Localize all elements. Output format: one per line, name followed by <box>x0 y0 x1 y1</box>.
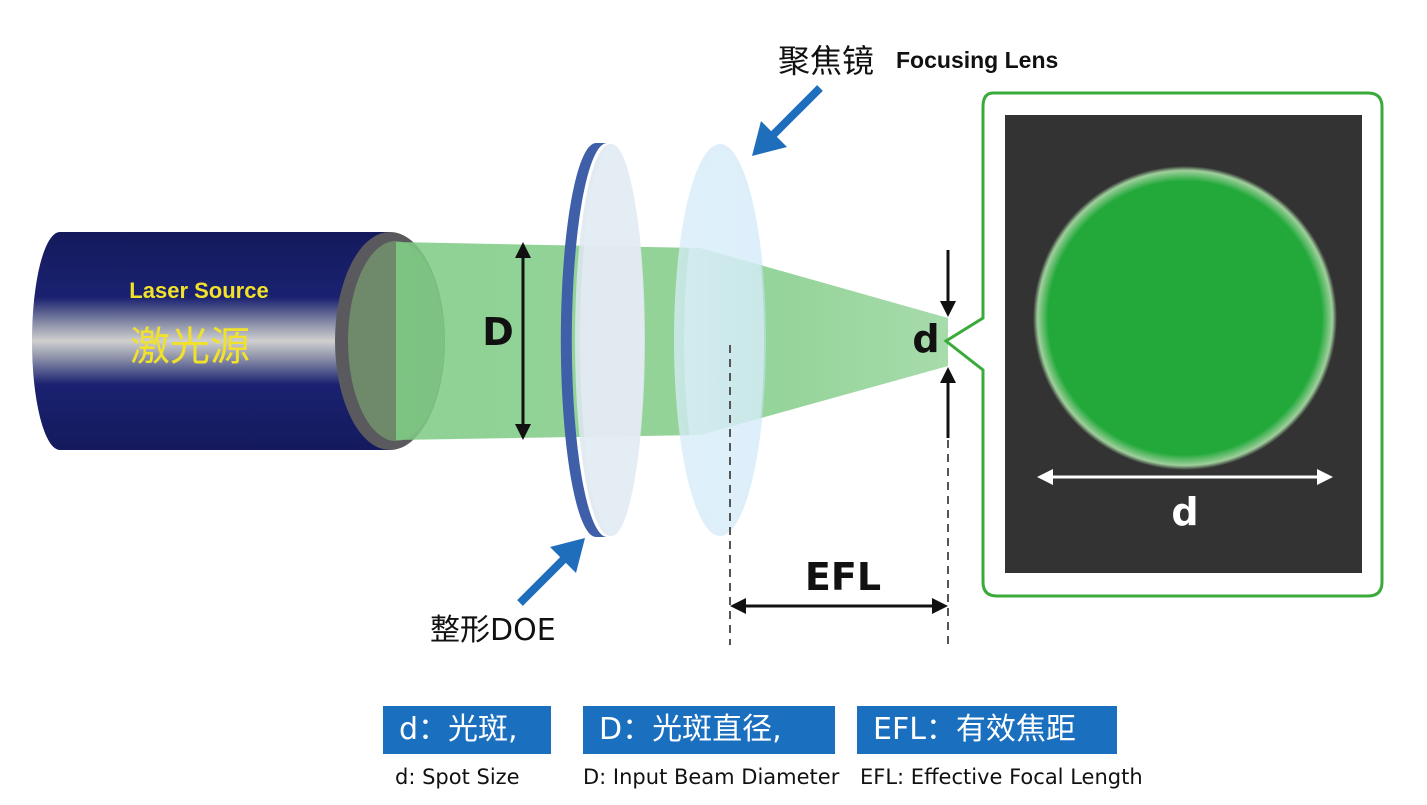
laser-body <box>32 232 390 450</box>
lens-label-cn: 聚焦镜 <box>778 42 874 80</box>
focused-spot <box>1033 166 1337 470</box>
beam-diameter-arrow <box>515 242 531 440</box>
legend-box-spot: d：光斑, <box>383 706 551 754</box>
lens-pointer-arrow-icon <box>752 85 823 156</box>
laser-beam <box>396 242 948 440</box>
legend-desc-efl: EFL: Effective Focal Length <box>860 765 1143 789</box>
spot-diameter-label: d <box>1171 490 1198 534</box>
spot-size-arrows <box>940 250 956 438</box>
efl-arrow <box>730 598 948 614</box>
legend-box-efl: EFL：有效焦距 <box>857 706 1117 754</box>
legend-desc-beam-diameter: D: Input Beam Diameter <box>583 765 840 789</box>
beam-diameter-label: D <box>482 310 514 354</box>
laser-label-en: Laser Source <box>129 278 268 303</box>
spot-size-label: d <box>912 317 939 361</box>
legend-box-beam-diameter: D：光斑直径, <box>583 706 835 754</box>
lens-label-en: Focusing Lens <box>896 47 1058 73</box>
laser-label-cn: 激光源 <box>130 324 250 370</box>
doe-plate <box>560 143 645 537</box>
legend-desc-spot: d: Spot Size <box>395 765 520 789</box>
doe-pointer-arrow-icon <box>517 538 585 606</box>
efl-label: EFL <box>805 555 881 599</box>
doe-label: 整形DOE <box>430 613 556 648</box>
spot-diameter-arrow <box>1037 469 1333 485</box>
